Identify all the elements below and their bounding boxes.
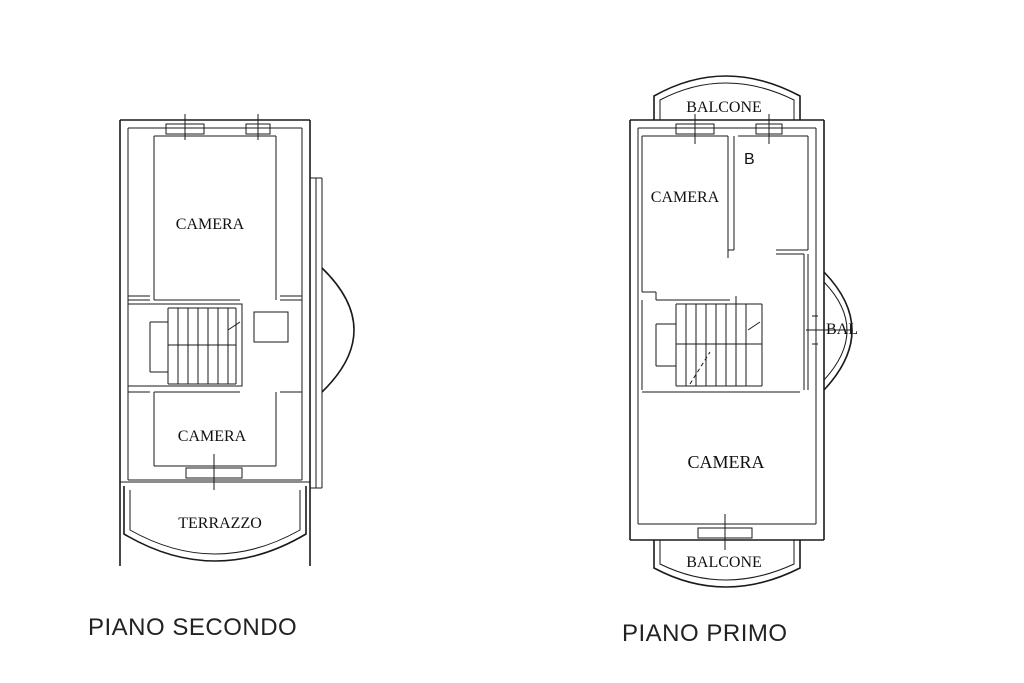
outer-walls-secondo <box>119 119 311 566</box>
outer-walls-primo <box>629 119 825 541</box>
stairs-primo <box>641 296 763 390</box>
room-label-camera-top-primo: CAMERA <box>651 189 720 206</box>
window-bottom-secondo <box>185 454 243 490</box>
window-top-right-primo <box>755 114 783 144</box>
balcony-bottom-primo <box>653 540 801 588</box>
room-label-camera-bottom-primo: CAMERA <box>687 452 764 472</box>
plan-secondo: CAMERA CAMERA TERRAZZO <box>119 114 355 566</box>
room-label-camera-bottom-secondo: CAMERA <box>178 428 247 445</box>
room-bath-primo <box>738 135 809 390</box>
floor-title-primo: PIANO PRIMO <box>622 620 788 647</box>
room-label-balcony-top-primo: BALCONE <box>686 99 762 116</box>
window-top-left-primo <box>675 114 715 144</box>
balcony-side-primo <box>806 271 853 391</box>
room-camera-top-primo <box>641 135 735 301</box>
room-camera-top-secondo <box>128 135 302 301</box>
room-label-camera-top-secondo: CAMERA <box>176 216 245 233</box>
room-camera-bottom-secondo <box>128 391 302 467</box>
room-label-balcony-side-primo: BAL <box>826 321 858 338</box>
room-label-terrace-secondo: TERRAZZO <box>178 515 262 532</box>
window-bottom-primo <box>697 514 753 550</box>
room-label-balcony-bottom-primo: BALCONE <box>686 554 762 571</box>
shaft-secondo <box>253 311 289 343</box>
stairs-secondo <box>127 303 243 387</box>
plan-primo: BALCONE B CAMERA BAL CAMERA BALCONE <box>629 75 858 588</box>
terrace-secondo <box>123 486 307 562</box>
floor-title-secondo: PIANO SECONDO <box>88 614 298 641</box>
side-bay-secondo <box>310 177 355 489</box>
room-label-bath-primo: B <box>744 151 755 168</box>
balcony-top-primo <box>653 75 801 120</box>
